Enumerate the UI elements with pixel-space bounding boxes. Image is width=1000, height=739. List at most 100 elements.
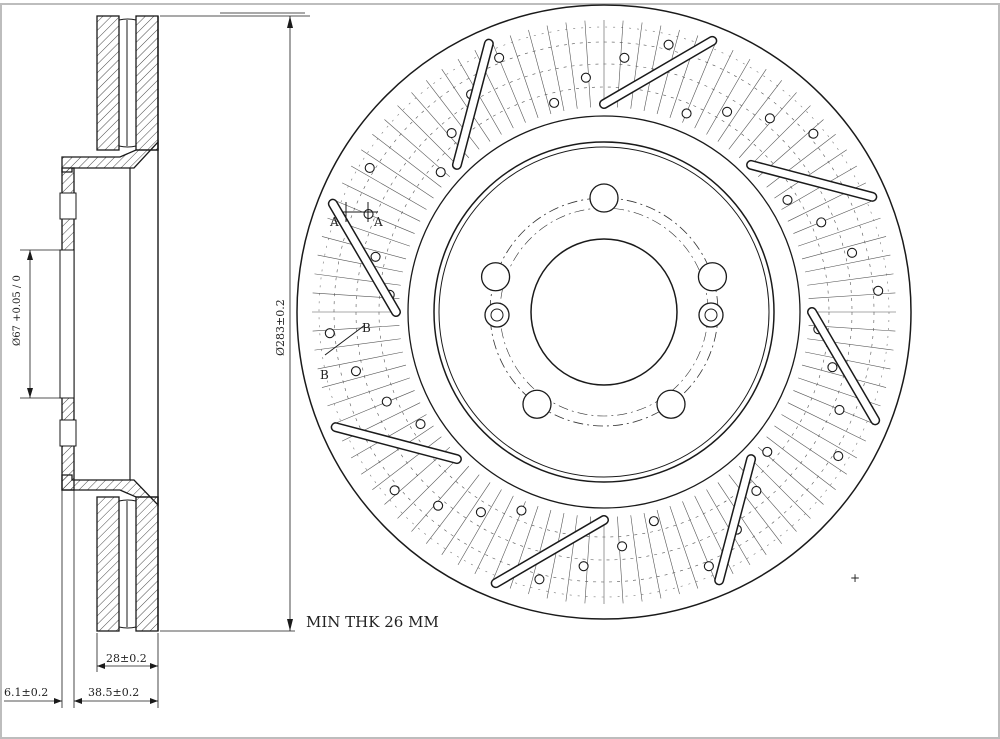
friction-mark <box>334 390 415 425</box>
friction-mark <box>630 515 643 602</box>
friction-mark <box>694 49 734 129</box>
slot-fill <box>600 37 716 108</box>
friction-mark <box>321 364 407 388</box>
drill-hole <box>324 328 335 339</box>
center-bore <box>530 238 678 386</box>
friction-mark <box>350 165 427 210</box>
drill-hole <box>364 162 375 174</box>
lug-hole <box>697 262 728 292</box>
drill-hole <box>435 167 446 178</box>
drill-hole <box>648 516 659 527</box>
drill-hole <box>703 561 714 572</box>
slot-fill <box>492 516 608 587</box>
friction-mark <box>546 513 565 599</box>
friction-mark <box>798 217 881 247</box>
friction-mark <box>546 25 565 111</box>
drill-hole <box>516 505 527 516</box>
section-b-top: B <box>362 321 371 335</box>
friction-mark <box>474 495 514 575</box>
drill-hole <box>751 485 762 496</box>
friction-mark <box>738 92 797 159</box>
drill-hole <box>389 485 400 496</box>
bottom-dimensions: 28±0.2 6.1±0.2 38.5±0.2 <box>4 490 159 708</box>
friction-mark <box>372 134 442 188</box>
friction-mark <box>565 515 578 602</box>
friction-ring <box>355 63 853 561</box>
friction-mark <box>805 254 891 273</box>
slot-fill <box>808 308 879 424</box>
drill-hole <box>363 209 374 220</box>
locating-hole-inner <box>490 308 504 322</box>
friction-mark <box>801 236 887 260</box>
friction-mark <box>766 134 836 188</box>
friction-mark <box>397 456 460 519</box>
drill-hole <box>808 128 819 139</box>
drill-hole <box>619 52 630 63</box>
outer-diameter-label: Ø283±0.2 <box>274 299 287 356</box>
drill-hole <box>846 247 858 258</box>
friction-mark <box>793 199 874 234</box>
friction-ring <box>378 86 830 538</box>
lug-hole <box>589 183 619 213</box>
friction-mark <box>757 446 824 505</box>
drill-hole <box>764 113 775 124</box>
friction-mark <box>669 506 699 589</box>
friction-mark <box>314 338 401 351</box>
total-height-label: 38.5±0.2 <box>88 686 139 699</box>
friction-mark <box>728 474 782 544</box>
drill-hole <box>782 194 793 205</box>
friction-mark <box>656 509 680 595</box>
bore-dimension: Ø67 +0.05 / 0 <box>12 249 62 399</box>
drill-hole <box>475 507 486 518</box>
friction-mark <box>565 22 578 109</box>
friction-mark <box>317 254 403 273</box>
locating-hole-inner <box>704 308 718 322</box>
drill-hole <box>494 52 505 63</box>
friction-mark <box>314 273 401 286</box>
lug-hole <box>522 389 552 419</box>
slots <box>327 35 881 589</box>
friction-mark <box>630 22 643 109</box>
thickness-label: 28±0.2 <box>106 652 147 665</box>
inner-friction-plate-bottom <box>96 496 120 632</box>
slot-fill <box>329 200 400 316</box>
min-thickness-label: MIN THK 26 MM <box>306 613 439 631</box>
friction-mark <box>807 338 894 351</box>
friction-mark <box>787 402 867 442</box>
drill-hole <box>617 541 628 552</box>
reference-cross: + <box>850 571 860 585</box>
friction-mark <box>774 149 847 199</box>
friction-mark <box>411 465 470 532</box>
drill-holes <box>324 39 884 585</box>
drill-hole <box>415 419 426 430</box>
drill-hole <box>681 108 692 119</box>
friction-mark <box>334 199 415 234</box>
drill-hole <box>827 362 838 373</box>
drill-hole <box>816 217 827 228</box>
friction-mark <box>361 149 434 199</box>
outer-friction-plate-bottom <box>135 496 159 632</box>
friction-mark <box>341 182 421 222</box>
drill-hole <box>381 396 392 407</box>
friction-mark <box>643 25 662 111</box>
friction-mark <box>317 351 403 370</box>
hat-inner-circle <box>438 146 770 478</box>
drill-hole <box>433 500 444 511</box>
slot-fill <box>747 161 876 201</box>
friction-mark <box>774 425 847 475</box>
section-view <box>59 15 159 632</box>
slot-fill <box>332 423 461 463</box>
drill-hole <box>722 106 733 117</box>
drill-hole <box>350 366 362 377</box>
friction-mark <box>793 390 874 425</box>
friction-mark <box>528 29 552 115</box>
bore-dimension-label: Ø67 +0.05 / 0 <box>12 275 23 346</box>
friction-mark <box>643 513 662 599</box>
friction-mark <box>728 80 782 150</box>
drill-hole <box>834 404 845 415</box>
drill-hole <box>580 72 591 83</box>
friction-mark <box>748 105 811 168</box>
friction-mark <box>781 414 858 459</box>
friction-mark <box>748 456 811 519</box>
drill-hole <box>446 128 457 139</box>
